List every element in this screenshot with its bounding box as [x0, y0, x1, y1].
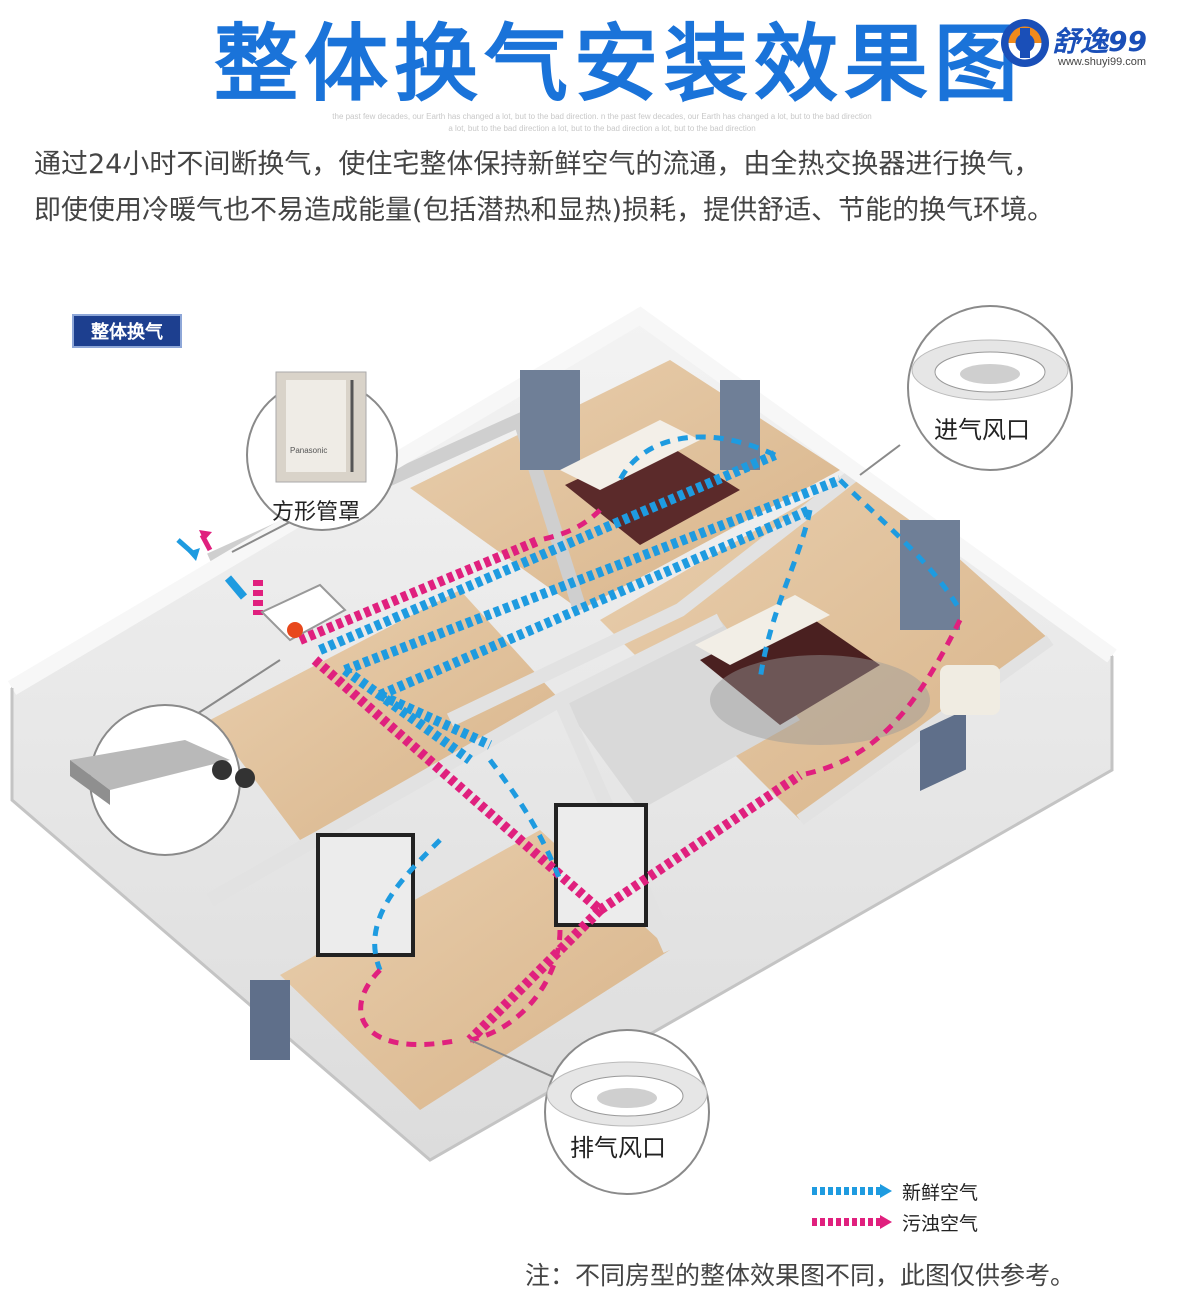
fresh-air-ducts	[318, 450, 842, 765]
outdoor-air-arrows	[176, 530, 248, 600]
description-line-2: 即使使用冷暖气也不易造成能量(包括潜热和显热)损耗，提供舒适、节能的换气环境。	[34, 195, 1055, 226]
diagram-tag: 整体换气	[72, 314, 182, 348]
shuyi-logo-icon	[1001, 19, 1049, 67]
dirty-air-flow	[358, 508, 963, 1047]
logo-name: 舒逸99	[1052, 25, 1147, 58]
dirty-air-ducts	[253, 535, 803, 1044]
house-shell	[7, 306, 1117, 1162]
square-hood-callout	[231, 371, 398, 553]
intake-vent-label: 进气风口	[934, 416, 1030, 444]
legend-swatch-fresh	[812, 1184, 892, 1198]
fresh-air-flow	[372, 434, 963, 971]
description-line-1: 通过24小时不间断换气，使住宅整体保持新鲜空气的流通，由全热交换器进行换气，	[34, 149, 1041, 180]
logo-url: www.shuyi99.com	[1058, 56, 1147, 68]
legend-fresh-label: 新鲜空气	[902, 1182, 979, 1204]
intake-vent-callout	[859, 305, 1073, 476]
square-hood-label: 方形管罩	[272, 500, 361, 525]
exhaust-vent-label: 排气风口	[570, 1134, 666, 1162]
page-title: 整体换气安装效果图	[214, 15, 1025, 113]
heat-exchanger-unit	[260, 583, 347, 642]
erv-machine-callout	[70, 659, 281, 856]
disclaimer-note: 注：不同房型的整体效果图不同，此图仅供参考。	[525, 1261, 1076, 1290]
exhaust-vent-callout	[469, 1029, 710, 1195]
legend-dirty-label: 污浊空气	[902, 1213, 979, 1235]
faint-english-line: a lot, but to the bad direction a lot, b…	[448, 124, 756, 133]
faint-english-line: the past few decades, our Earth has chan…	[332, 112, 872, 121]
brand-on-hood: Panasonic	[290, 446, 328, 455]
legend-swatch-dirty	[812, 1215, 892, 1229]
